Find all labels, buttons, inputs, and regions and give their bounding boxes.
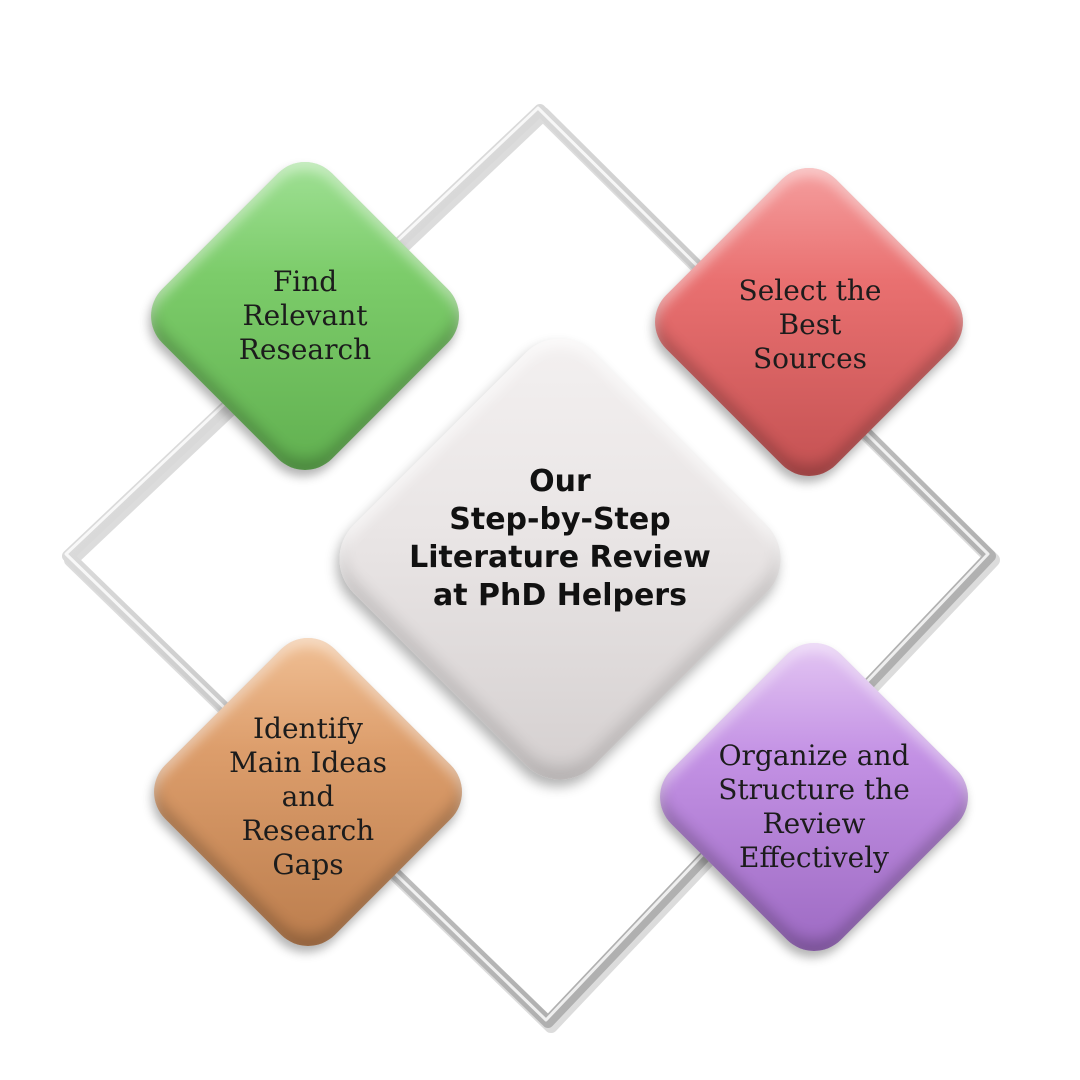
step-identify-text: Identify Main Ideas and Research Gaps [229,712,387,881]
step-find-text: Find Relevant Research [238,265,372,366]
step-find-label: Find Relevant Research [195,246,415,386]
step-select-label: Select the Best Sources [700,255,920,395]
step-select-text: Select the Best Sources [738,274,882,375]
center-title-text: Our Step-by-Step Literature Review at Ph… [409,464,711,613]
step-identify-label: Identify Main Ideas and Research Gaps [198,702,418,892]
step-organize-text: Organize and Structure the Review Effect… [718,739,910,874]
step-organize-label: Organize and Structure the Review Effect… [684,727,944,887]
center-title: Our Step-by-Step Literature Review at Ph… [400,444,720,634]
